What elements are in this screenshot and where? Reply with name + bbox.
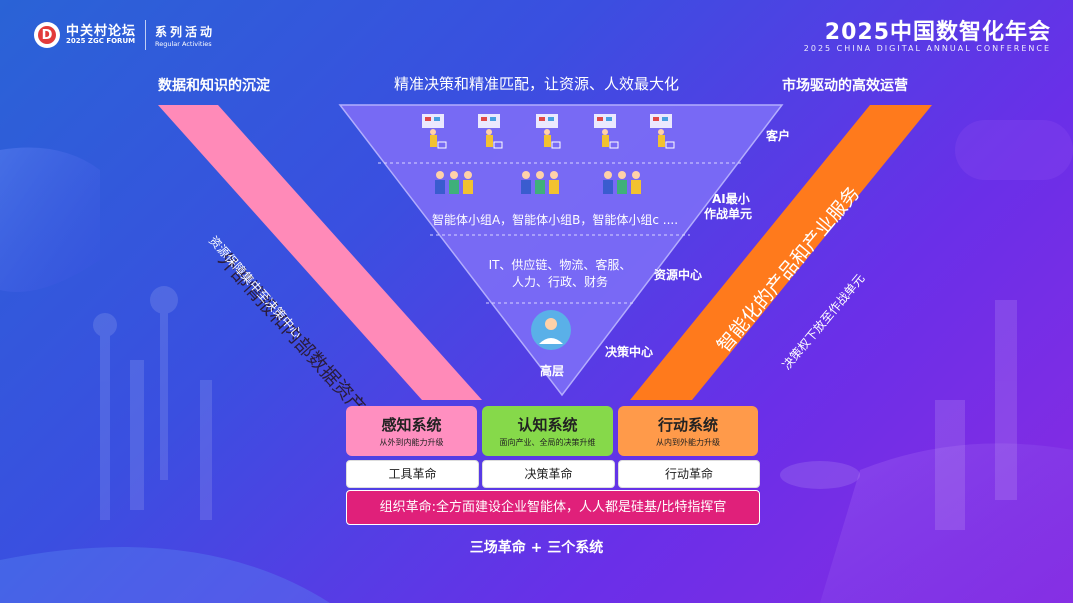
center-triangle — [338, 104, 784, 397]
decision-center-label: 决策中心 — [605, 345, 654, 359]
shopper-icon — [536, 114, 561, 149]
conference-title: 2025中国数智化年会 — [824, 20, 1051, 45]
perception-system-sub: 从外到内能力升级 — [379, 438, 444, 447]
resource-center-label: 资源中心 — [654, 268, 703, 282]
left-headline: 数据和知识的沉淀 — [158, 78, 270, 94]
cognition-system-title: 认知系统 — [517, 416, 578, 434]
cognition-system-sub: 面向产业、全局的决策升维 — [499, 438, 596, 447]
left-band — [158, 105, 482, 400]
series-subtitle: Regular Activities — [155, 39, 212, 48]
series-title: 系列活动 — [155, 24, 216, 39]
action-system-title: 行动系统 — [657, 416, 718, 434]
logo-divider — [145, 20, 147, 50]
customer-label: 客户 — [766, 129, 791, 143]
right-headline: 市场驱动的高效运营 — [782, 78, 908, 94]
ai-unit-label-1: AI最小 — [712, 192, 750, 206]
shopper-icon — [594, 114, 619, 149]
action-system-sub: 从内到外能力升级 — [656, 438, 720, 447]
forum-logo: D 中关村论坛 2025 ZGC FORUM 系列活动 Regular Acti… — [34, 17, 215, 53]
executive-icon — [531, 310, 571, 350]
people-group-icon — [603, 171, 641, 194]
ai-unit-label-2: 作战单元 — [704, 207, 753, 221]
center-headline: 精准决策和精准匹配，让资源、人效最大化 — [393, 75, 679, 93]
logo-subtitle: 2025 ZGC FORUM — [66, 37, 136, 46]
tool-revolution: 工具革命 — [346, 460, 479, 488]
people-group-icon — [521, 171, 559, 194]
right-band — [630, 105, 932, 400]
perception-system-box: 感知系统 从外到内能力升级 — [346, 406, 477, 456]
action-system-box: 行动系统 从内到外能力升级 — [618, 406, 758, 456]
shopper-icon — [650, 114, 675, 149]
org-revolution-banner: 组织革命:全方面建设企业智能体，人人都是硅基/比特指挥官 — [346, 490, 760, 525]
action-revolution: 行动革命 — [618, 460, 760, 488]
resources-text-line2: 人力、行政、财务 — [511, 275, 608, 289]
resources-text-line1: IT、供应链、物流、客服、 — [488, 258, 632, 272]
decision-revolution: 决策革命 — [482, 460, 615, 488]
bottom-title: 三场革命 + 三个系统 — [469, 540, 604, 556]
people-group-icon — [435, 171, 473, 194]
top-layer-label: 高层 — [539, 364, 564, 378]
forum-logo-icon: D — [34, 22, 60, 48]
perception-system-title: 感知系统 — [381, 416, 442, 434]
shopper-icon — [422, 114, 447, 149]
shopper-icon — [478, 114, 503, 149]
logo-title: 中关村论坛 — [66, 23, 137, 39]
cognition-system-box: 认知系统 面向产业、全局的决策升维 — [482, 406, 613, 456]
agent-groups-text: 智能体小组A，智能体小组B，智能体小组c .... — [431, 213, 679, 227]
conference-subtitle: 2025 CHINA DIGITAL ANNUAL CONFERENCE — [803, 44, 1051, 53]
